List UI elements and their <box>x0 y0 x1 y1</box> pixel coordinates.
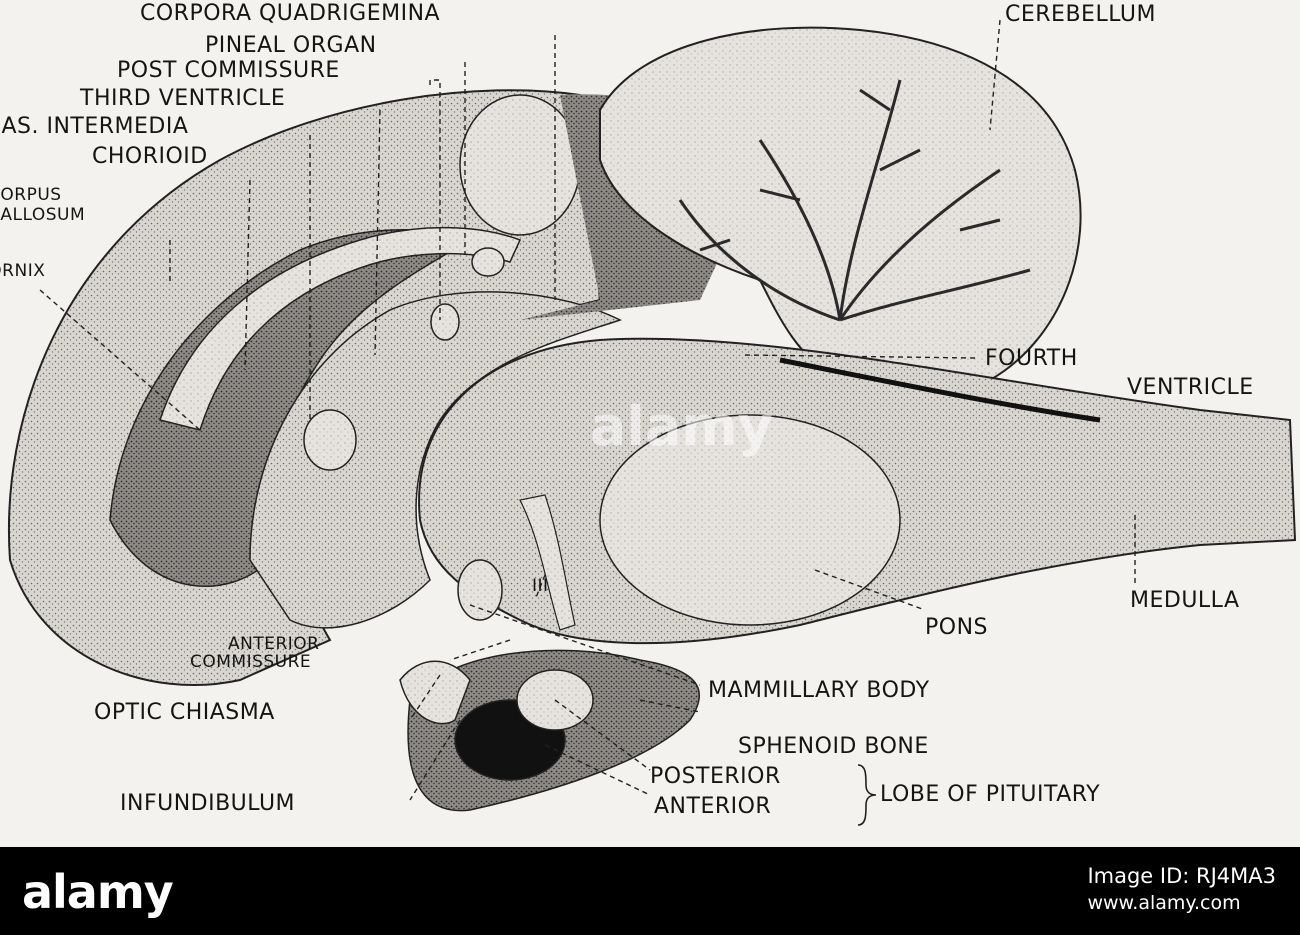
label-corpus: CORPUS <box>0 185 62 205</box>
label-nerve-iii: III <box>532 576 549 596</box>
label-sphenoid-bone: SPHENOID BONE <box>738 734 929 759</box>
label-anterior-commissure-1: ANTERIOR <box>228 634 320 654</box>
label-pons: PONS <box>925 615 989 640</box>
fourth-ventricle-shape <box>779 357 1101 423</box>
label-third-ventricle: THIRD VENTRICLE <box>80 86 286 111</box>
label-chorioid: CHORIOID <box>92 144 208 169</box>
alamy-logo: alamy <box>22 865 174 919</box>
label-post-commissure: POST COMMISSURE <box>117 58 340 83</box>
oculomotor-nerve <box>519 494 576 631</box>
footer-bar: alamy Image ID: RJ4MA3 www.alamy.com <box>0 847 1300 935</box>
site-url: www.alamy.com <box>1087 892 1241 914</box>
label-mammillary-body: MAMMILLARY BODY <box>708 678 930 703</box>
brain-diagram: CORPORA QUADRIGEMINA PINEAL ORGAN POST C… <box>0 1 1297 826</box>
footer-info: Image ID: RJ4MA3 www.alamy.com <box>1087 861 1276 915</box>
cerebellum-arbor <box>678 79 1031 322</box>
label-ventricle: VENTRICLE <box>1127 375 1254 400</box>
label-anterior-commissure-2: COMMISSURE <box>190 652 312 672</box>
label-fourth: FOURTH <box>985 346 1078 371</box>
pons-shape <box>599 414 901 626</box>
label-corpora-quadrigemina: CORPORA QUADRIGEMINA <box>140 1 441 26</box>
corpora-quadrigemina-shape <box>459 94 581 236</box>
label-callosum: CALLOSUM <box>0 205 86 225</box>
brain-illustration <box>7 19 1297 826</box>
label-anterior-lobe: ANTERIOR <box>654 794 772 819</box>
leader-lines <box>39 19 1136 801</box>
label-fornix: FORNIX <box>0 261 46 281</box>
post-commissure-shape <box>430 303 460 341</box>
label-cerebellum: CEREBELLUM <box>1005 2 1156 27</box>
watermark: alamy <box>590 395 773 458</box>
image-id: Image ID: RJ4MA3 <box>1087 864 1276 888</box>
label-lobe-of-pituitary: LOBE OF PITUITARY <box>880 782 1101 807</box>
pineal-organ-shape <box>471 247 505 277</box>
label-medulla: MEDULLA <box>1130 588 1240 613</box>
label-pineal-organ: PINEAL ORGAN <box>205 33 377 58</box>
pituitary-brace <box>857 764 877 826</box>
label-infundibulum: INFUNDIBULUM <box>120 791 296 816</box>
lateral-cavity <box>109 229 472 587</box>
label-mas-intermedia: MAS. INTERMEDIA <box>0 114 189 139</box>
mammillary-body-shape <box>457 559 503 621</box>
massa-intermedia <box>303 409 357 471</box>
label-optic-chiasma: OPTIC CHIASMA <box>94 700 275 725</box>
diencephalon <box>249 291 622 629</box>
label-posterior: POSTERIOR <box>650 764 781 789</box>
